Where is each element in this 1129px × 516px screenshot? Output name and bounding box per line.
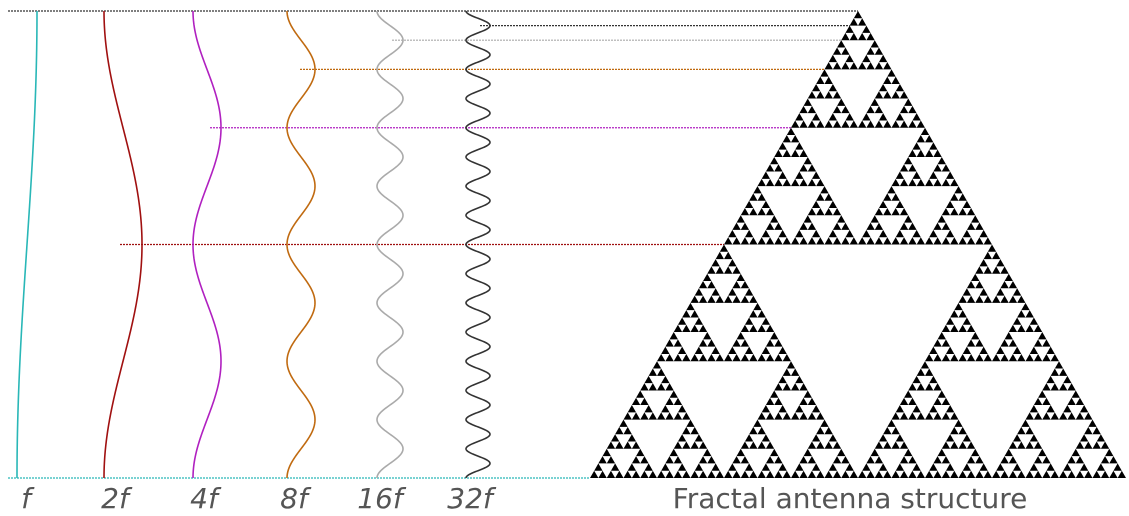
connector-lines bbox=[8, 10, 858, 479]
label-32f: 32f bbox=[447, 482, 497, 515]
wave-32f bbox=[465, 10, 491, 479]
caption: Fractal antenna structure bbox=[673, 482, 1028, 515]
wave-8f bbox=[286, 10, 316, 479]
sierpinski-triangle bbox=[590, 11, 1126, 478]
wave-16f bbox=[376, 10, 404, 479]
waves-group bbox=[16, 10, 491, 479]
label-16f: 16f bbox=[357, 482, 407, 515]
label-2f: 2f bbox=[101, 482, 133, 515]
wave-4f bbox=[192, 10, 222, 479]
wave-2f bbox=[103, 10, 143, 479]
label-f: f bbox=[21, 482, 35, 515]
label-8f: 8f bbox=[280, 482, 312, 515]
wave-f bbox=[16, 11, 38, 478]
sierpinski-body bbox=[590, 11, 1126, 478]
label-4f: 4f bbox=[190, 482, 222, 515]
